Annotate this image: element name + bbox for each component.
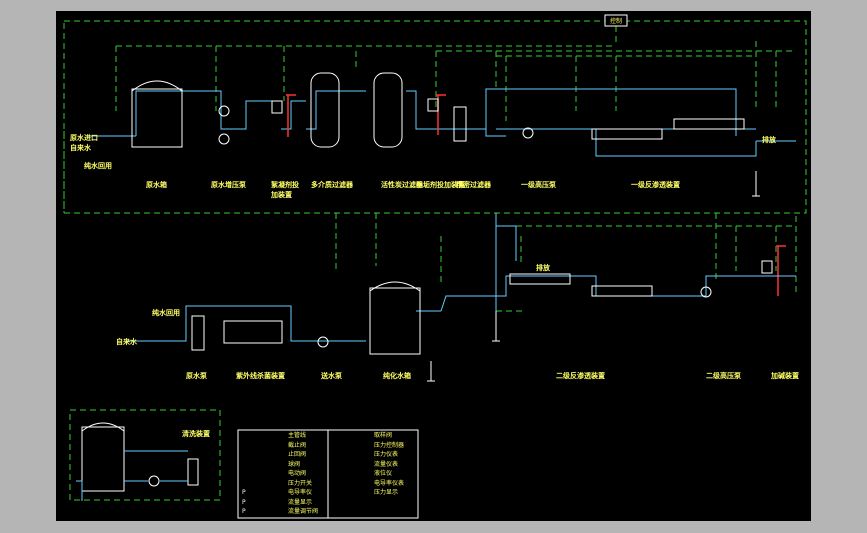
ro2-membrane-b[interactable] [591, 285, 653, 297]
raw-booster-pump-a[interactable] [218, 105, 230, 117]
label-pure-water-tank: 纯化水箱 [383, 372, 411, 380]
flocculant-tank[interactable] [271, 100, 283, 114]
label-reject-2: 排放 [536, 264, 550, 272]
control-signal-lines-2 [335, 213, 797, 312]
uv-sterilizer[interactable] [223, 320, 283, 344]
control-box-label: 控制 [610, 17, 622, 25]
label-raw-booster-pump: 原水增压泵 [211, 181, 246, 189]
legend-item: 流量仪表 [374, 460, 399, 468]
labels-row2: 原水泵 紫外线杀菌装置 送水泵 纯化水箱 二级反渗透装置 二级高压泵 加碱装置 [56, 371, 811, 383]
label-inlet-1: 原水进口 [70, 134, 98, 142]
carbon-filter[interactable] [373, 72, 403, 148]
legend-symbol-letter: P [242, 489, 246, 496]
legend-item: 主管线 [288, 432, 307, 439]
inset-title: 清洗装置 [182, 430, 210, 438]
legend-item: 球阀 [288, 460, 301, 468]
pure-water-tank[interactable] [369, 287, 421, 355]
main-pipeline-lower [126, 213, 796, 342]
cleaning-tank[interactable] [81, 426, 125, 492]
cleaning-pump[interactable] [148, 475, 160, 487]
legend-col1: 主管线 截止阀 止回阀 球阀 电动阀 压力开关 电导率仪 流量显示 流量调节阀 [288, 431, 328, 517]
raw-pump-filter[interactable] [191, 315, 205, 351]
ro1-membrane-b[interactable] [673, 118, 745, 130]
label-antiscalant-dosing: 阻垢剂投加装置 [416, 181, 465, 189]
ro1-membrane-a[interactable] [591, 128, 663, 140]
legend-item: 取样阀 [374, 432, 393, 439]
labels-row1: 原水箱 原水增压泵 絮凝剂投加装置 多介质过滤器 活性炭过滤器 阻垢剂投加装置 … [56, 180, 811, 199]
raw-booster-pump-b[interactable] [218, 133, 230, 145]
drain-lines [427, 171, 760, 382]
alkali-tank[interactable] [761, 260, 773, 274]
control-loop-upper [63, 20, 807, 214]
ro1-high-pressure-pump[interactable] [522, 127, 534, 139]
label-raw-in: 自来水 [116, 338, 137, 346]
process-flow-diagram: 控制 [63, 14, 807, 519]
label-delivery-pump: 送水泵 [321, 372, 342, 380]
label-ro1-hp-pump: 一级高压泵 [521, 181, 556, 189]
control-box[interactable] [604, 14, 628, 27]
legend-item: 截止阀 [288, 441, 307, 449]
legend-item: 压力显示 [374, 489, 399, 496]
drawing-canvas[interactable]: 控制 原水箱 原水增压泵 絮凝剂投加装置 多介质过滤器 活性炭 [56, 11, 811, 521]
legend-item: 流量显示 [288, 498, 313, 506]
legend-symbol-letters: P P P [242, 488, 262, 517]
label-flocculant-dosing: 絮凝剂投加装置 [271, 181, 299, 199]
antiscalant-tank[interactable] [427, 98, 439, 112]
control-bus [116, 45, 796, 57]
delivery-pump[interactable] [317, 336, 329, 348]
legend-col2: 取样阀 压力控制器 压力仪表 流量仪表 液位仪 电导率仪表 压力显示 [374, 431, 418, 498]
label-multimedia-filter: 多介质过滤器 [311, 181, 353, 189]
label-water-trap: 纯水回用 [84, 162, 112, 170]
label-ro1-unit: 一级反渗透装置 [631, 181, 680, 189]
label-reject-1: 排放 [762, 136, 776, 144]
label-uv-sterilizer: 紫外线杀菌装置 [236, 372, 285, 380]
legend-item: 压力开关 [288, 479, 313, 487]
label-raw-pump: 原水泵 [186, 372, 207, 380]
ro2-high-pressure-pump[interactable] [700, 286, 712, 298]
ro2-membrane-a[interactable] [509, 273, 571, 285]
flocculant-dosing-line [286, 94, 296, 137]
label-raw-water-tank: 原水箱 [146, 181, 167, 189]
legend-item: 液位仪 [374, 470, 393, 477]
multimedia-filter[interactable] [310, 72, 340, 148]
legend-item: 电导率仪 [288, 489, 313, 496]
cleaning-filter[interactable] [187, 458, 199, 486]
legend-item: 压力控制器 [374, 441, 405, 449]
precision-filter[interactable] [453, 106, 467, 142]
legend-item: 止回阀 [288, 451, 307, 458]
label-precision-filter: 精密过滤器 [456, 181, 491, 189]
legend-item: 压力仪表 [374, 451, 399, 458]
legend-item: 流量调节阀 [288, 508, 319, 515]
alkali-dosing-line [776, 245, 786, 296]
label-alkali-dosing: 加碱装置 [771, 372, 799, 380]
raw-water-tank[interactable] [131, 88, 183, 148]
label-carbon-filter: 活性炭过滤器 [381, 181, 423, 189]
label-ro2-unit: 二级反渗透装置 [556, 372, 605, 380]
legend-symbol-letter: P [242, 508, 246, 515]
legend-item: 电导率仪表 [374, 479, 405, 487]
label-layer: 原水箱 原水增压泵 絮凝剂投加装置 多介质过滤器 活性炭过滤器 阻垢剂投加装置 … [56, 11, 811, 521]
legend-item: 电动阀 [288, 470, 307, 477]
cleaning-inset-box [69, 409, 221, 501]
legend-symbol-letter: P [242, 498, 246, 506]
label-inlet-2: 自来水 [70, 144, 91, 152]
label-ro2-hp-pump: 二级高压泵 [706, 372, 741, 380]
label-pure-return: 纯水回用 [152, 309, 180, 317]
